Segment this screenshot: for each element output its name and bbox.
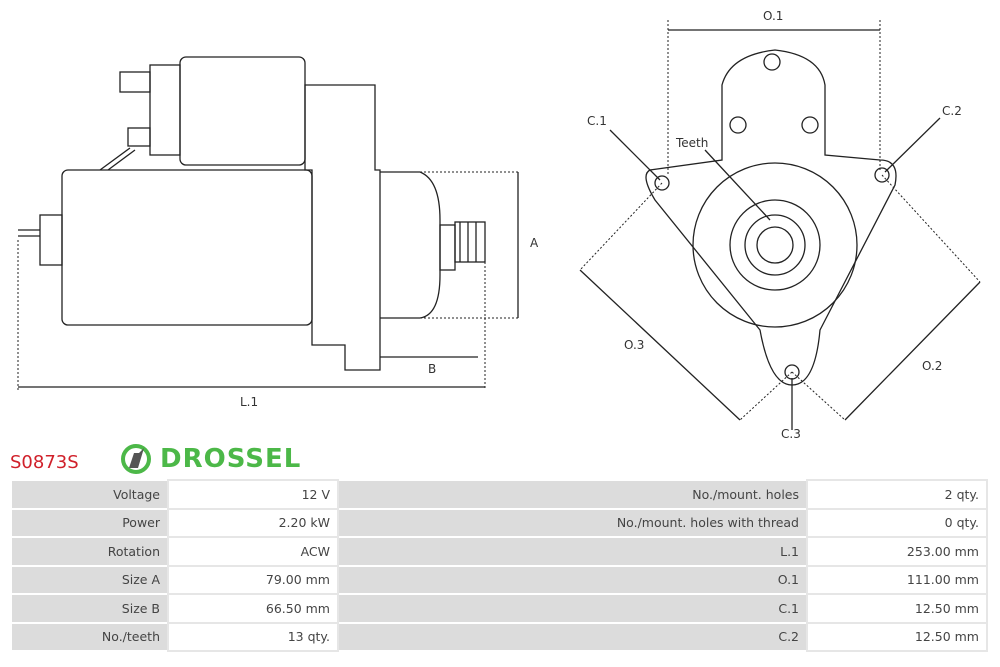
- spec-label: Voltage: [12, 481, 167, 508]
- logo-icon: [121, 444, 151, 474]
- spec-label: Power: [12, 509, 167, 536]
- logo-text: DROSSEL: [160, 444, 302, 474]
- part-number-title: S0873S: [10, 452, 79, 473]
- spec-value: 2 qty.: [806, 479, 988, 510]
- spec-value: 12.50 mm: [806, 593, 988, 624]
- spec-value: 0 qty.: [806, 507, 988, 538]
- spec-value: 79.00 mm: [167, 564, 339, 595]
- dim-c3-label: C.3: [781, 427, 801, 440]
- front-view: [579, 20, 981, 430]
- spec-label: C.2: [339, 623, 806, 650]
- starter-drawing: A B L.1 O.1 O.2 O.3 C.1 C.2 C.3 Teeth: [17, 9, 981, 440]
- spec-label: Size A: [12, 566, 167, 593]
- spec-value: 253.00 mm: [806, 536, 988, 567]
- teeth-label: Teeth: [675, 136, 708, 150]
- dim-o3-label: O.3: [624, 338, 644, 352]
- dim-c2-label: C.2: [942, 104, 962, 118]
- spec-label: O.1: [339, 566, 806, 593]
- spec-label: No./mount. holes with thread: [339, 509, 806, 536]
- spec-label: Rotation: [12, 538, 167, 565]
- dim-c1-label: C.1: [587, 114, 607, 128]
- spec-label: No./teeth: [12, 623, 167, 650]
- spec-label: L.1: [339, 538, 806, 565]
- spec-value: ACW: [167, 536, 339, 567]
- spec-value: 12.50 mm: [806, 621, 988, 652]
- spec-label: C.1: [339, 595, 806, 622]
- spec-value: 66.50 mm: [167, 593, 339, 624]
- drossel-logo: DROSSEL: [120, 442, 301, 476]
- spec-label: No./mount. holes: [339, 481, 806, 508]
- dim-o1-label: O.1: [763, 9, 783, 23]
- spec-value: 2.20 kW: [167, 507, 339, 538]
- spec-value: 13 qty.: [167, 621, 339, 652]
- dim-l1-label: L.1: [240, 395, 258, 409]
- spec-value: 111.00 mm: [806, 564, 988, 595]
- spec-label: Size B: [12, 595, 167, 622]
- spec-value: 12 V: [167, 479, 339, 510]
- dim-o2-label: O.2: [922, 359, 942, 373]
- side-view: [17, 56, 520, 390]
- dim-b-label: B: [428, 362, 436, 376]
- dim-a-label: A: [530, 236, 539, 250]
